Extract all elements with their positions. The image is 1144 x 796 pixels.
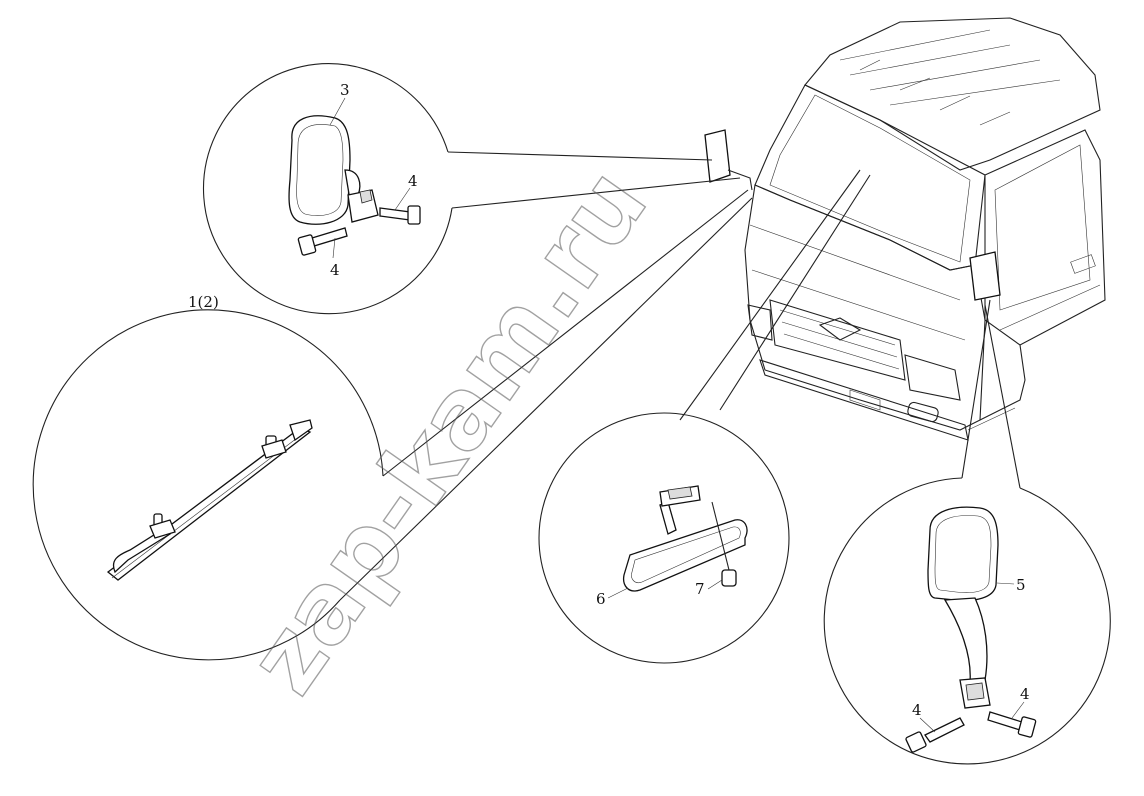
callout-7: 7 bbox=[695, 580, 705, 598]
detail-circle-mirror-3: 3 4 4 bbox=[203, 63, 453, 315]
truck-cab bbox=[704, 17, 1106, 441]
callout-3: 3 bbox=[340, 81, 350, 99]
callout-4-left: 4 bbox=[912, 701, 922, 719]
callout-6: 6 bbox=[596, 590, 606, 608]
callout-5: 5 bbox=[1016, 576, 1026, 594]
callout-4-upper: 4 bbox=[408, 172, 418, 190]
leader-lines bbox=[339, 151, 1021, 601]
detail-circle-mirror-5: 5 4 4 bbox=[823, 477, 1111, 765]
detail-circle-stay-1-2: 1(2) bbox=[32, 293, 384, 661]
callout-4-lower: 4 bbox=[330, 261, 340, 279]
callout-4-right: 4 bbox=[1020, 685, 1030, 703]
callout-1-2: 1(2) bbox=[188, 293, 219, 311]
detail-circle-interior-mirror: 6 7 bbox=[538, 412, 790, 664]
